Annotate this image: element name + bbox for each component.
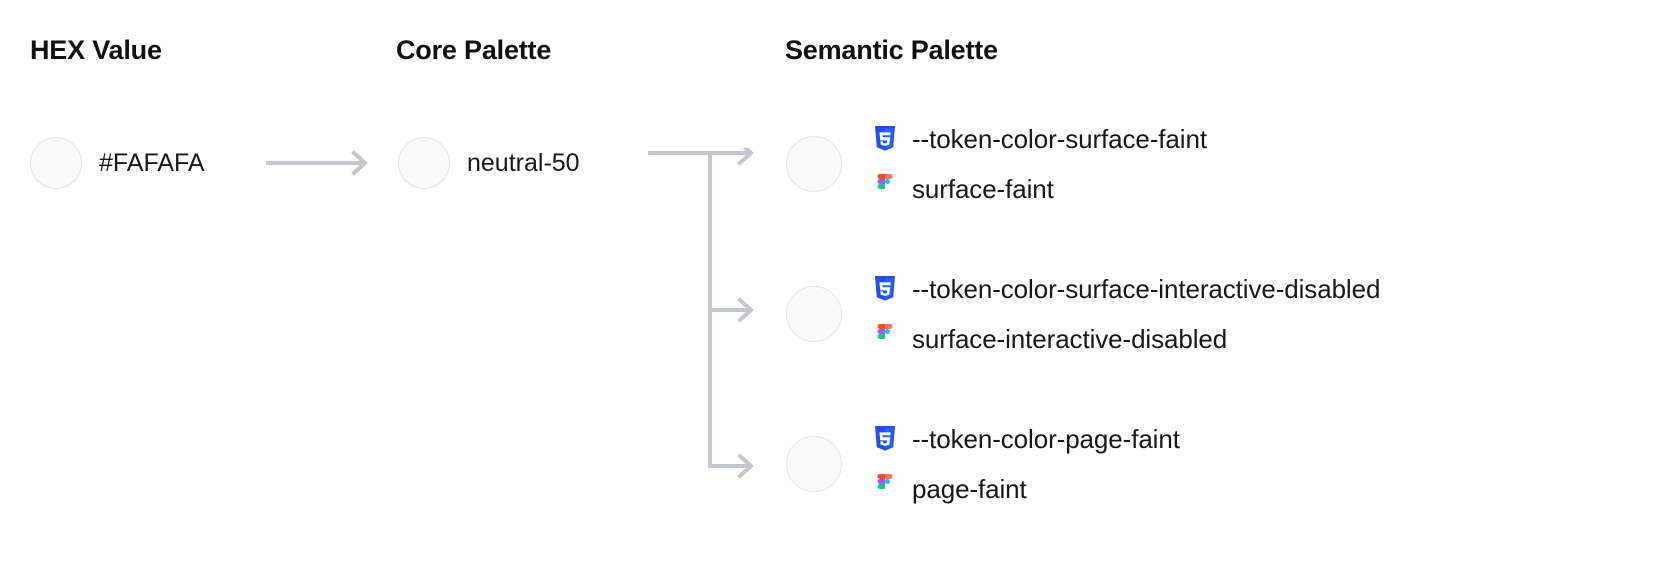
figma-token-label: surface-faint [912, 174, 1054, 204]
css-token-line: --token-color-surface-interactive-disabl… [872, 274, 1380, 304]
css-token-line: --token-color-surface-faint [872, 124, 1207, 154]
css-token-label: --token-color-surface-faint [912, 124, 1207, 154]
column-heading-core-palette: Core Palette [396, 35, 552, 65]
figma-token-line: surface-faint [872, 174, 1207, 204]
semantic-color-swatch [786, 136, 842, 192]
css-token-line: --token-color-page-faint [872, 424, 1180, 454]
css3-icon [872, 424, 898, 454]
css-token-label: --token-color-page-faint [912, 424, 1180, 454]
core-value-label: neutral-50 [467, 148, 580, 177]
semantic-row: --token-color-surface-faint surface-fain… [786, 124, 1207, 204]
figma-token-line: page-faint [872, 474, 1180, 504]
hex-value-label: #FAFAFA [99, 148, 205, 177]
figma-icon [872, 324, 898, 354]
figma-token-label: surface-interactive-disabled [912, 324, 1228, 354]
css3-icon-glyph [875, 126, 895, 151]
core-palette-group: neutral-50 [398, 137, 580, 189]
figma-icon [872, 474, 898, 504]
core-color-swatch [398, 137, 450, 189]
figma-icon-glyph [877, 174, 893, 189]
figma-icon [872, 174, 898, 204]
semantic-row: --token-color-page-faint page-faint [786, 424, 1180, 504]
figma-icon-glyph [877, 474, 893, 489]
branch-connector-icon [646, 140, 754, 479]
semantic-color-swatch [786, 436, 842, 492]
arrow-right-icon [264, 150, 368, 176]
semantic-token-labels: --token-color-surface-interactive-disabl… [872, 274, 1380, 354]
column-heading-semantic-palette: Semantic Palette [785, 35, 998, 65]
arrow-hex-to-core [264, 150, 374, 181]
css3-icon-glyph [875, 426, 895, 451]
css3-icon-glyph [875, 276, 895, 301]
hex-value-group: #FAFAFA [30, 137, 205, 189]
semantic-token-labels: --token-color-surface-faint surface-fain… [872, 124, 1207, 204]
branch-connector-core-to-semantic [646, 140, 768, 483]
figma-token-line: surface-interactive-disabled [872, 324, 1380, 354]
hex-color-swatch [30, 137, 82, 189]
semantic-token-labels: --token-color-page-faint page-faint [872, 424, 1180, 504]
figma-token-label: page-faint [912, 474, 1027, 504]
css3-icon [872, 124, 898, 154]
column-heading-hex-value: HEX Value [30, 35, 162, 65]
figma-icon-glyph [877, 324, 893, 339]
css-token-label: --token-color-surface-interactive-disabl… [912, 274, 1381, 304]
semantic-row: --token-color-surface-interactive-disabl… [786, 274, 1380, 354]
css3-icon [872, 274, 898, 304]
semantic-color-swatch [786, 286, 842, 342]
